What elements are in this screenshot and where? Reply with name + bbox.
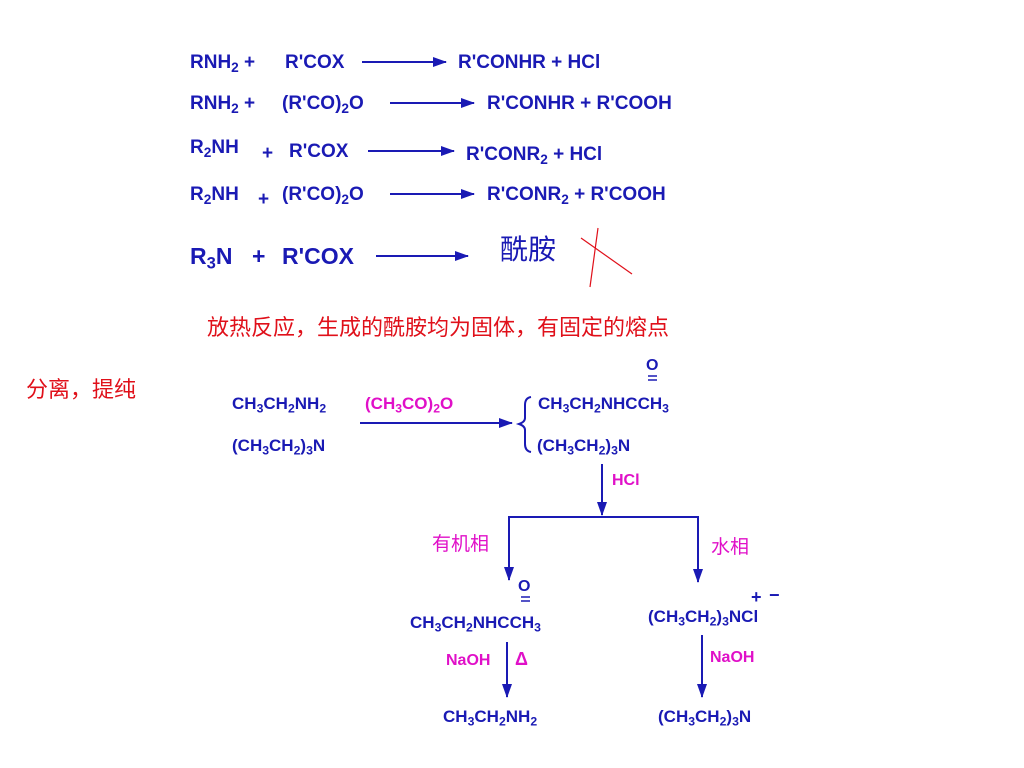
cross-mark-line-1 <box>580 237 633 275</box>
mixture-triethylamine: (CH3CH2)3N <box>537 436 631 458</box>
r1-reactant-a: RNH2 + <box>190 52 256 75</box>
organic-phase-label: 有机相 <box>432 533 490 555</box>
r3-plus: + <box>262 143 274 164</box>
reagent-acetic-anhydride: (CH3CO)2O <box>365 394 454 416</box>
naoh-right-reagent: NaOH <box>710 649 755 666</box>
r2-reactant-b: (R'CO)2O <box>282 93 364 116</box>
carbonyl-o-bottom: O <box>518 578 531 595</box>
r3-product: R'CONR2 + HCl <box>466 144 603 167</box>
naoh-left-reagent: NaOH <box>446 652 491 669</box>
organic-amide: CH3CH2NHCCH3 <box>410 613 541 635</box>
aqueous-ammonium-salt: (CH3CH2)3NCl <box>648 607 759 629</box>
r1-product: R'CONHR + HCl <box>458 52 601 73</box>
mixture-amide: CH3CH2NHCCH3 <box>538 394 669 416</box>
carbonyl-o-top: O <box>646 357 659 374</box>
r3-reactant-a: R2NH <box>190 137 239 160</box>
r5-product-amide: 酰胺 <box>500 233 557 266</box>
r5-plus: + <box>252 243 266 269</box>
r5-reactant-b: R'COX <box>282 243 354 269</box>
r5-reactant-a: R3N <box>190 243 233 273</box>
r4-reactant-b: (R'CO)2O <box>282 184 364 207</box>
r4-product: R'CONR2 + R'COOH <box>487 184 666 207</box>
exothermic-note: 放热反应，生成的酰胺均为固体，有固定的熔点 <box>207 316 670 341</box>
product-ethylamine: CH3CH2NH2 <box>443 707 538 729</box>
split-bracket <box>508 516 699 567</box>
delta-heat: Δ <box>515 649 528 669</box>
mixture-brace <box>515 396 532 453</box>
start-triethylamine: (CH3CH2)3N <box>232 436 326 458</box>
start-ethylamine: CH3CH2NH2 <box>232 394 327 416</box>
r3-reactant-b: R'COX <box>289 141 349 162</box>
cross-mark-line-2 <box>589 227 599 288</box>
charge-plus: + <box>751 587 762 607</box>
product-triethylamine: (CH3CH2)3N <box>658 707 752 729</box>
r1-reactant-b: R'COX <box>285 52 345 73</box>
aqueous-phase-label: 水相 <box>711 536 750 558</box>
r2-reactant-a: RNH2 + <box>190 93 256 116</box>
charge-minus: − <box>769 585 780 605</box>
r4-plus: + <box>258 189 270 210</box>
r4-reactant-a: R2NH <box>190 184 239 207</box>
hcl-reagent: HCl <box>612 472 640 489</box>
r2-product: R'CONHR + R'COOH <box>487 93 672 114</box>
separation-label: 分离，提纯 <box>26 378 137 403</box>
